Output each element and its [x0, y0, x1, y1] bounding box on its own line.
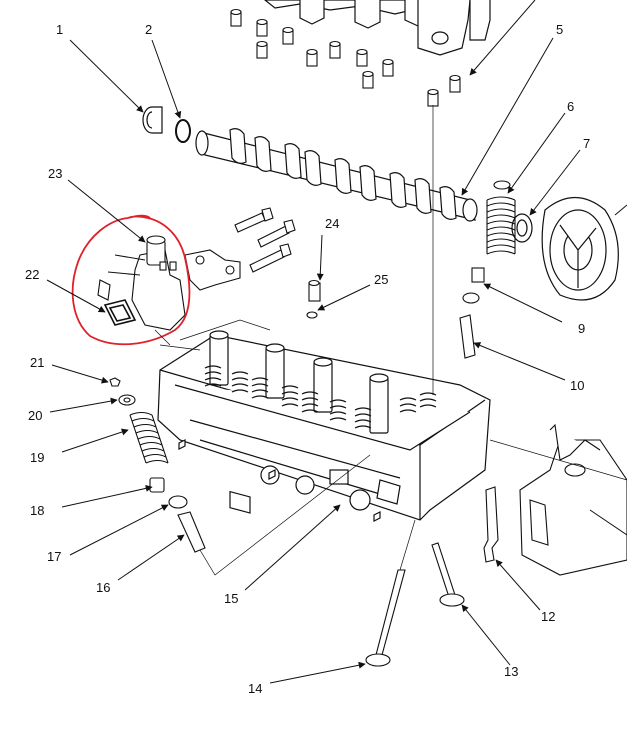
callout-22: 22 [25, 267, 40, 282]
callout-25: 25 [374, 272, 389, 287]
callout-14: 14 [248, 681, 263, 696]
callout-13: 13 [504, 664, 519, 679]
callout-10: 10 [570, 378, 585, 393]
timing-cover-plate [519, 423, 627, 576]
valves [365, 542, 465, 667]
callout-12: 12 [541, 609, 556, 624]
callout-18: 18 [30, 503, 45, 518]
rocker-arm-assembly [264, 0, 491, 56]
solenoid-gasket [103, 299, 137, 326]
cut-leader-right [589, 509, 627, 536]
oil-passage-gasket [483, 486, 499, 563]
callout-23: 23 [48, 166, 63, 181]
callout-9: 9 [578, 321, 586, 336]
vtec-solenoid [97, 235, 241, 331]
valve-lash-adjusters [230, 8, 461, 107]
callout-2: 2 [145, 22, 153, 37]
callout-1: 1 [56, 22, 64, 37]
callout-24: 24 [325, 216, 340, 231]
valve-spring-right [459, 180, 516, 359]
camshaft [195, 128, 478, 222]
callout-16: 16 [96, 580, 111, 595]
cam-sprocket [511, 197, 619, 301]
mounting-bolts [234, 207, 321, 319]
callout-5: 5 [556, 22, 564, 37]
callout-7: 7 [583, 136, 591, 151]
highlight-circle [71, 214, 191, 346]
o-ring [175, 119, 191, 143]
cylinder-head [157, 330, 491, 522]
valve-spring-left [109, 377, 206, 553]
camshaft-seal [142, 106, 163, 134]
callout-15: 15 [224, 591, 239, 606]
callout-20: 20 [28, 408, 43, 423]
leader-lines [46, 37, 581, 684]
callout-17: 17 [47, 549, 62, 564]
callout-6: 6 [567, 99, 575, 114]
callout-19: 19 [30, 450, 45, 465]
cut-leader-top [469, 0, 536, 76]
callout-21: 21 [30, 355, 45, 370]
alignment-lines [154, 105, 627, 576]
cut-leader-right-top [614, 204, 627, 216]
